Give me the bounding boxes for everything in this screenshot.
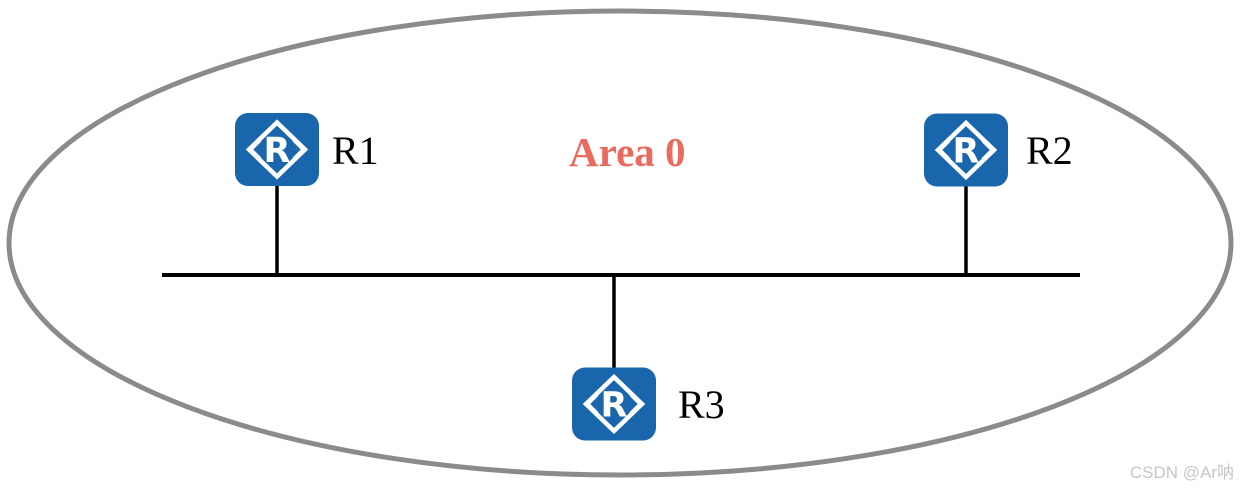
router-right-chevron-icon [981,139,996,161]
router-icon-letter: R [953,132,980,172]
router-icon [572,367,656,441]
area0-title: Area 0 [569,129,686,175]
router-node-r1: R [235,113,319,186]
area0-boundary-ellipse [6,8,1234,478]
router-node-r3: R [572,367,656,441]
router-right-chevron-icon [629,393,644,415]
router-label-r1: R1 [332,128,379,173]
router-label-r2: R2 [1026,128,1073,173]
router-left-chevron-icon [584,393,599,415]
router-left-chevron-icon [247,138,262,161]
router-icon-letter: R [601,386,628,426]
router-icon [924,113,1008,187]
router-right-chevron-icon [292,138,307,161]
router-icon [235,113,319,186]
router-icon-letter: R [264,131,291,171]
router-label-r3: R3 [678,382,725,427]
router-left-chevron-icon [936,139,951,161]
csdn-watermark: CSDN @Ar呐 [1130,463,1234,482]
router-node-r2: R [924,113,1008,187]
